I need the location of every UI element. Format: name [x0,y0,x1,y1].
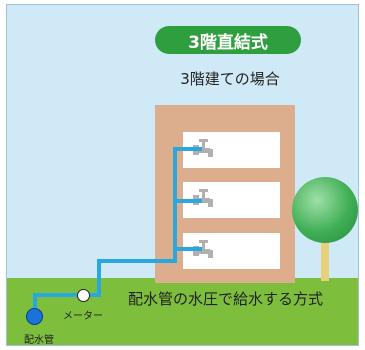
subtitle: 3階建ての場合 [180,70,280,88]
description: 配水管の水圧で給水する方式 [128,290,324,308]
water-main-label: 配水管 [24,335,54,346]
water-pipe [33,147,202,309]
meter-icon [77,289,90,302]
water-main-icon [26,308,43,325]
diagram-frame: 3階直結式 3階建ての場合 [6,4,359,346]
tree-trunk [321,241,329,281]
tree-icon [292,177,358,243]
ground [7,278,358,345]
meter-label: メーター [63,311,103,322]
title-badge: 3階直結式 [155,26,301,54]
